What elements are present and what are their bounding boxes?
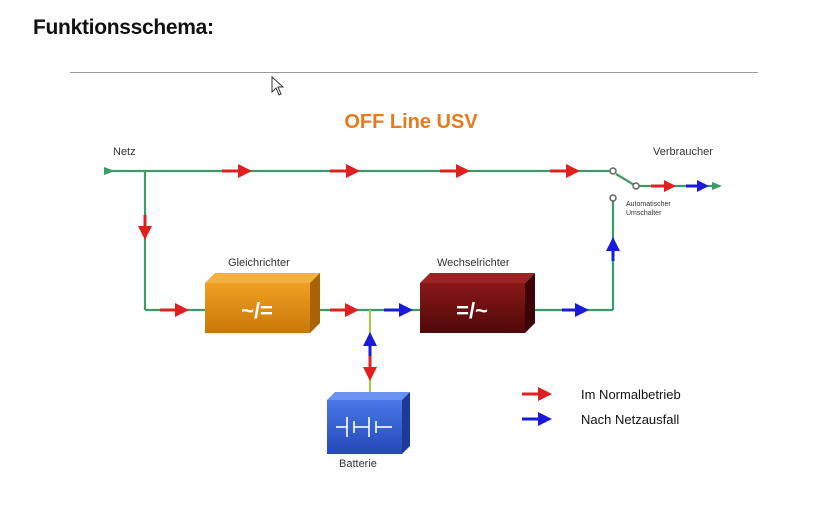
- legend: Im Normalbetrieb Nach Netzausfall: [522, 387, 681, 427]
- switch-contact-inverter: [609, 194, 617, 202]
- mouse-cursor-icon: [271, 76, 285, 96]
- label-switch-line2: Umschalter: [626, 210, 662, 217]
- legend-normal-label: Im Normalbetrieb: [581, 387, 681, 402]
- red-arrow-right: [222, 164, 252, 178]
- red-arrow-right: [330, 303, 359, 317]
- blue-arrow-right: [686, 180, 709, 192]
- output-arrowhead: [712, 182, 722, 190]
- switch-contact-output: [632, 182, 640, 190]
- inverter-block: =/~: [420, 273, 535, 333]
- red-arrow-right: [160, 303, 189, 317]
- blue-arrow-right: [384, 303, 413, 317]
- normal-operation-arrows: [138, 164, 676, 381]
- red-arrow-right: [330, 164, 360, 178]
- switch-blade: [615, 173, 637, 187]
- label-gleichrichter: Gleichrichter: [228, 257, 290, 269]
- page-heading: Funktionsschema:: [33, 16, 214, 39]
- blue-arrow-up: [606, 237, 620, 261]
- red-arrow-right: [550, 164, 580, 178]
- legend-normal-arrow-icon: [522, 387, 552, 401]
- rectifier-symbol: ~/=: [241, 298, 273, 323]
- blue-arrow-up: [363, 332, 377, 356]
- label-wechselrichter: Wechselrichter: [437, 257, 510, 269]
- blue-arrow-right: [562, 303, 589, 317]
- label-batterie: Batterie: [339, 458, 377, 470]
- legend-failure-arrow-icon: [522, 412, 552, 426]
- battery-symbol-icon: [336, 417, 392, 437]
- red-arrow-down: [138, 215, 152, 240]
- label-verbraucher: Verbraucher: [653, 146, 713, 158]
- mains-input-arrowhead: [104, 167, 115, 175]
- inverter-symbol: =/~: [456, 298, 488, 323]
- failure-operation-arrows: [363, 180, 709, 356]
- switch-contact-mains: [609, 167, 617, 175]
- label-switch-line1: Automatischer: [626, 201, 671, 208]
- red-arrow-down: [363, 356, 377, 381]
- rectifier-block: ~/=: [205, 273, 320, 333]
- diagram-title: OFF Line USV: [344, 111, 478, 133]
- red-arrow-right: [651, 180, 676, 192]
- red-arrow-right: [440, 164, 470, 178]
- separator-line: [70, 72, 758, 73]
- battery-block: [327, 392, 410, 454]
- label-netz: Netz: [113, 146, 136, 158]
- legend-failure-label: Nach Netzausfall: [581, 412, 679, 427]
